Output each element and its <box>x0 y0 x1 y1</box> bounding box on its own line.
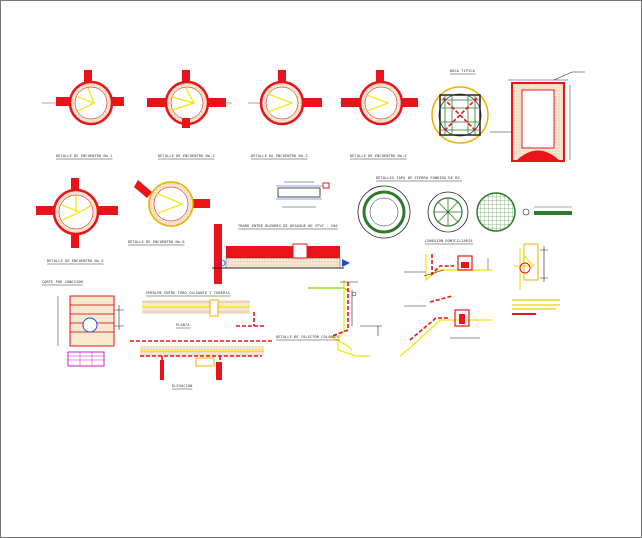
sewer-stretch-title: TRAMO ENTRE BUZONES DE DESAGUE DE CPVC -… <box>238 224 338 228</box>
splice-plan-elevation: EMPALME ENTRE TUBO COLGANTE Y TUBERIA PL… <box>130 291 272 390</box>
junction-detail-6: DETALLE DE ENCUENTRO No.6 <box>128 180 210 246</box>
cast-iron-cover-detail: DETALLES TAPA DE FIERRO FUNDIDO DE BZ. C… <box>357 176 572 245</box>
boca-tipica-plan: BOCA TIPICA <box>431 69 489 144</box>
splice-title: EMPALME ENTRE TUBO COLGANTE Y TUBERIA <box>146 291 230 295</box>
conexion-domiciliaria-title: CONEXION DOMICILIARIA <box>425 239 473 243</box>
plan-view-title: PLANTA <box>176 323 190 327</box>
cast-iron-cover-title: DETALLES TAPA DE FIERRO FUNDIDO DE BZ. <box>376 176 462 180</box>
boca-tipica-title: BOCA TIPICA <box>450 69 476 73</box>
junction-detail-6-title: DETALLE DE ENCUENTRO No.6 <box>128 240 185 244</box>
pipe-bedding-section <box>276 181 330 208</box>
elevation-view-title: ELEVACION <box>172 384 192 388</box>
connection-cross-section: CORTE POR CONEXION <box>42 280 124 367</box>
junction-detail-3-title: DETALLE DE ENCUENTRO No.3 <box>251 154 308 158</box>
connection-section-title: CORTE POR CONEXION <box>42 280 83 284</box>
junction-detail-1: DETALLE DE ENCUENTRO No.1 <box>42 70 124 160</box>
house-connection-profile-upper <box>404 254 492 282</box>
house-connection-profile-lower <box>399 295 492 357</box>
junction-detail-4-title: DETALLE DE ENCUENTRO No.4 <box>350 154 407 158</box>
right-connection-detail <box>512 243 560 315</box>
junction-detail-2: DETALLE DE ENCUENTRO No.2 <box>147 70 232 160</box>
junction-detail-1-title: DETALLE DE ENCUENTRO No.1 <box>56 154 113 158</box>
hanging-collector-title: DETALLE DE COLECTOR COLGANTE <box>276 335 339 339</box>
manhole-section <box>490 71 585 162</box>
junction-detail-5: DETALLE DE ENCUENTRO No.5 <box>36 178 118 265</box>
hanging-collector-detail: DETALLE DE COLECTOR COLGANTE <box>276 280 382 357</box>
junction-detail-5-title: DETALLE DE ENCUENTRO No.5 <box>47 259 104 263</box>
sewer-stretch-profile: TRAMO ENTRE BUZONES DE DESAGUE DE CPVC -… <box>212 224 350 284</box>
junction-detail-4: DETALLE DE ENCUENTRO No.4 <box>340 70 418 160</box>
junction-detail-2-title: DETALLE DE ENCUENTRO No.2 <box>158 154 215 158</box>
junction-detail-3: DETALLE DE ENCUENTRO No.3 <box>248 70 322 160</box>
